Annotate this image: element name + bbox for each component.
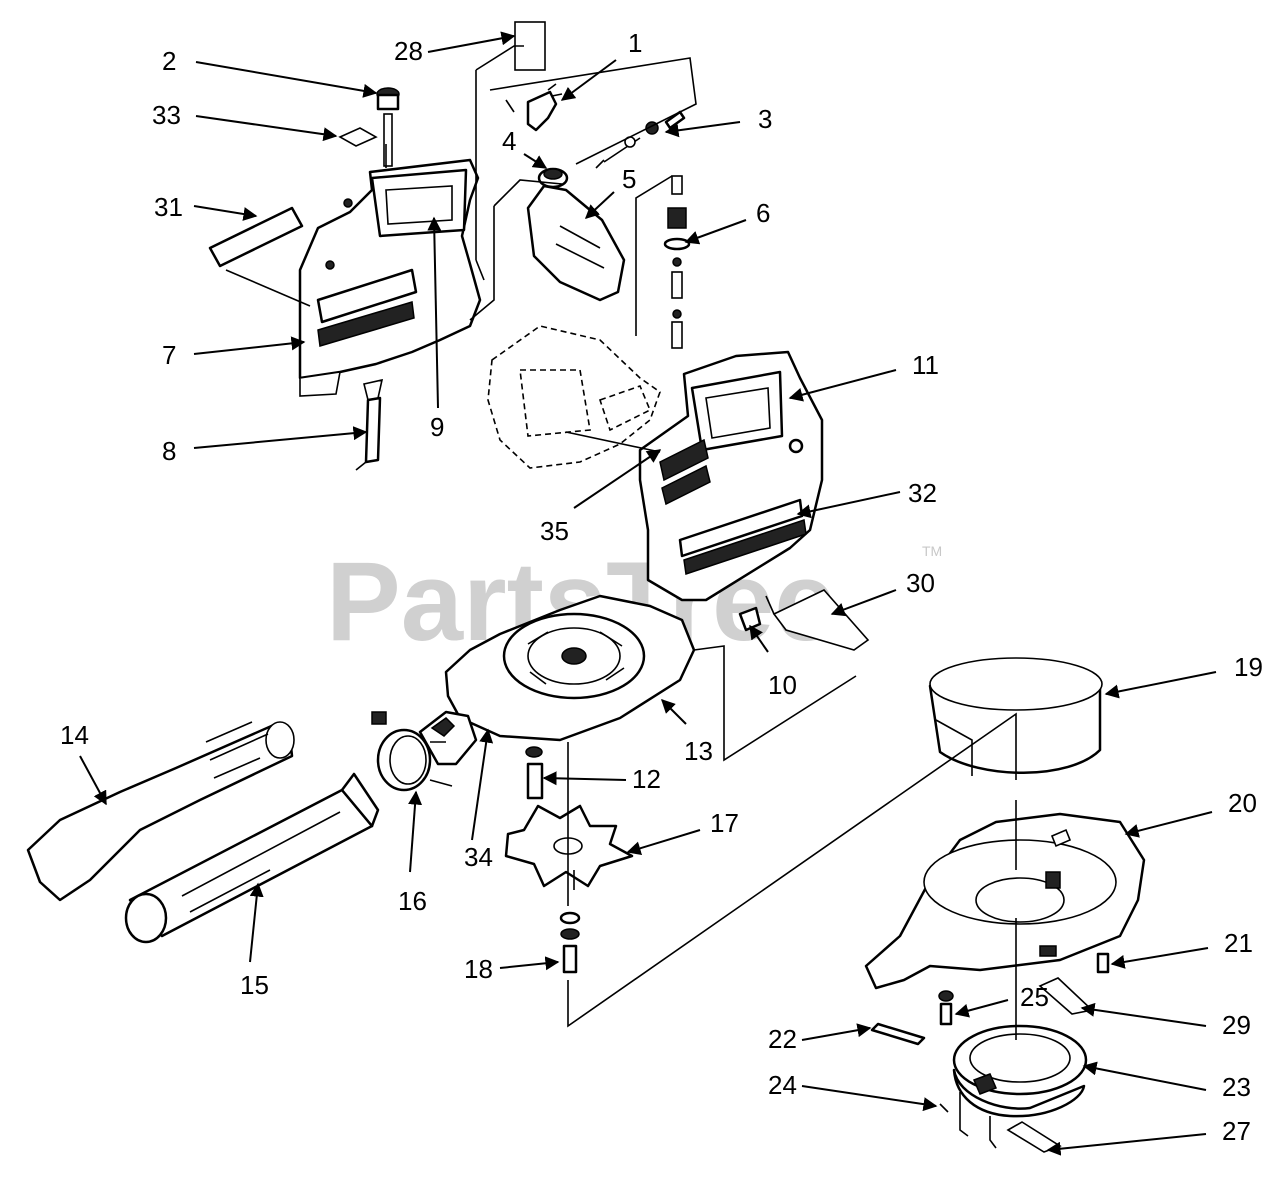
callout-7: 7 bbox=[162, 340, 176, 370]
callout-2: 2 bbox=[162, 46, 176, 76]
part-7-housing-left bbox=[298, 158, 482, 397]
part-31-tube bbox=[208, 206, 304, 268]
part-4-cap bbox=[537, 167, 569, 189]
part-8-wire bbox=[355, 378, 384, 471]
part-33-decal bbox=[338, 127, 378, 147]
part-16-clamp bbox=[371, 711, 453, 792]
callout-34: 34 bbox=[464, 842, 493, 872]
part-21-screw bbox=[1096, 952, 1110, 974]
callout-3: 3 bbox=[758, 104, 772, 134]
part-25-screw bbox=[938, 990, 954, 1026]
callout-9: 9 bbox=[430, 412, 444, 442]
part-30-decal bbox=[772, 589, 870, 651]
callout-35: 35 bbox=[540, 516, 569, 546]
callout-5: 5 bbox=[622, 164, 636, 194]
callout-18: 18 bbox=[464, 954, 493, 984]
callout-24: 24 bbox=[768, 1070, 797, 1100]
callout-25: 25 bbox=[1020, 982, 1049, 1012]
callout-20: 20 bbox=[1228, 788, 1257, 818]
part-23-collar bbox=[952, 1024, 1088, 1118]
callout-22: 22 bbox=[768, 1024, 797, 1054]
watermark-trademark: TM bbox=[922, 543, 942, 559]
part-2-knob bbox=[376, 87, 400, 167]
part-6-mount bbox=[663, 175, 691, 349]
callout-21: 21 bbox=[1224, 928, 1253, 958]
callouts: 1 2 3 4 5 6 7 8 9 10 11 12 13 14 15 16 1… bbox=[60, 28, 1263, 1146]
part-14-nozzle bbox=[26, 721, 295, 902]
callout-14: 14 bbox=[60, 720, 89, 750]
callout-32: 32 bbox=[908, 478, 937, 508]
part-27-decal bbox=[1006, 1121, 1062, 1153]
part-34-chute-seal bbox=[418, 710, 478, 766]
callout-6: 6 bbox=[756, 198, 770, 228]
callout-23: 23 bbox=[1222, 1072, 1251, 1102]
part-10-screw bbox=[738, 606, 762, 632]
callout-31: 31 bbox=[154, 192, 183, 222]
part-17-impeller bbox=[504, 804, 634, 890]
callout-12: 12 bbox=[632, 764, 661, 794]
callout-13: 13 bbox=[684, 736, 713, 766]
callout-15: 15 bbox=[240, 970, 269, 1000]
callout-11: 11 bbox=[912, 350, 939, 380]
callout-30: 30 bbox=[906, 568, 935, 598]
callout-19: 19 bbox=[1234, 652, 1263, 682]
part-15-tube bbox=[124, 772, 380, 944]
callout-10: 10 bbox=[768, 670, 797, 700]
part-24-clip bbox=[939, 1103, 949, 1113]
callout-29: 29 bbox=[1222, 1010, 1251, 1040]
part-12-bolt bbox=[525, 746, 544, 800]
callout-27: 27 bbox=[1222, 1116, 1251, 1146]
callout-17: 17 bbox=[710, 808, 739, 838]
callout-33: 33 bbox=[152, 100, 181, 130]
part-11-housing-right bbox=[638, 350, 824, 602]
part-1-fuel-line bbox=[505, 83, 563, 132]
assembly-guide-lines bbox=[225, 45, 1017, 1149]
callout-16: 16 bbox=[398, 886, 427, 916]
leader-lines bbox=[79, 31, 1217, 1156]
callout-1: 1 bbox=[628, 28, 642, 58]
part-3-screws bbox=[603, 110, 686, 163]
callout-8: 8 bbox=[162, 436, 176, 466]
part-28-label bbox=[514, 21, 546, 71]
part-18-bolt bbox=[559, 911, 581, 974]
part-22-pin bbox=[870, 1022, 926, 1046]
part-5-muffler bbox=[526, 184, 626, 302]
engine-outline bbox=[487, 325, 661, 469]
callout-4: 4 bbox=[502, 126, 516, 156]
part-13-base bbox=[444, 594, 696, 742]
callout-28: 28 bbox=[394, 36, 423, 66]
part-20-lower-housing bbox=[864, 812, 1146, 990]
